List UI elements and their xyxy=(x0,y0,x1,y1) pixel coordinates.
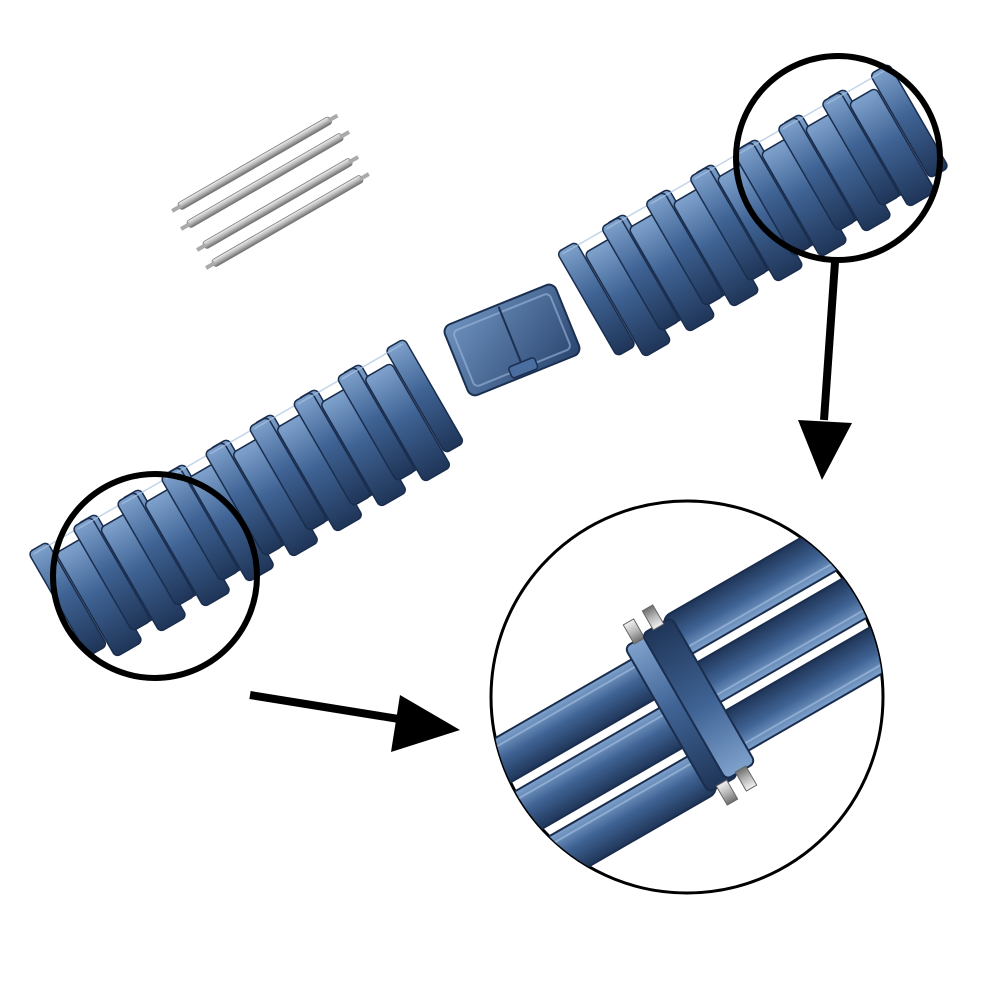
spring-bar xyxy=(205,172,370,270)
detail-circle-left xyxy=(50,471,260,681)
bracelet-link xyxy=(822,64,948,207)
spring-bar xyxy=(171,113,339,213)
spring-bar xyxy=(180,130,351,231)
detail-circle-right xyxy=(733,53,943,263)
zoom-detail xyxy=(489,499,885,895)
spring-bar xyxy=(196,155,360,252)
spring-bars xyxy=(171,113,370,270)
arrow-down-icon xyxy=(798,261,852,480)
bracelet-link xyxy=(337,339,464,482)
arrow-right-icon xyxy=(249,691,460,752)
butterfly-clasp xyxy=(443,283,581,397)
